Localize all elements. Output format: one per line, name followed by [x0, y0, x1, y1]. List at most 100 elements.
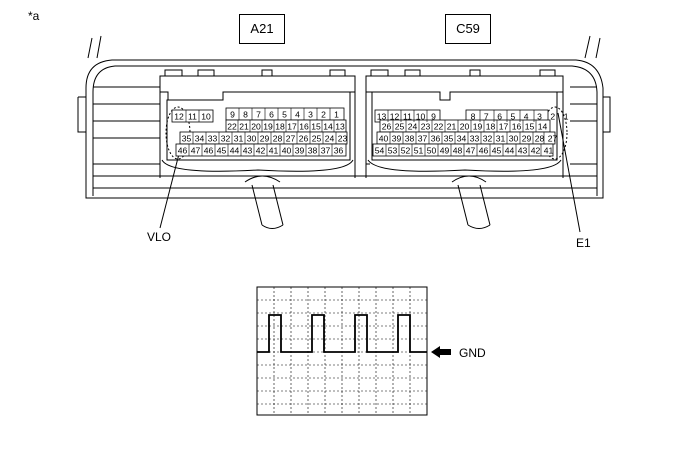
c59-pin-label: 1 — [564, 112, 569, 122]
c59-pin-label: 51 — [414, 146, 424, 156]
a21-pin-label: 23 — [338, 134, 348, 144]
a21-pin-label: 27 — [286, 134, 296, 144]
a21-pin-label: 16 — [299, 122, 309, 132]
c59-pin-label: 6 — [497, 112, 502, 122]
c59-pin-label: 2 — [550, 112, 555, 122]
c59-pin-label: 46 — [479, 146, 489, 156]
a21-pin-label: 12 — [174, 112, 184, 122]
a21-pin-label: 44 — [230, 146, 240, 156]
c59-pin-label: 44 — [505, 146, 515, 156]
c59-pin-label: 17 — [499, 122, 509, 132]
a21-pin-label: 9 — [230, 110, 235, 120]
c59-pin-label: 52 — [401, 146, 411, 156]
c59-pin-label: 10 — [416, 112, 426, 122]
c59-pin-label: 37 — [418, 134, 428, 144]
e1-callout-label: E1 — [576, 236, 591, 250]
a21-pin-label: 47 — [191, 146, 201, 156]
a21-pin-label: 5 — [282, 110, 287, 120]
c59-pin-label: 16 — [512, 122, 522, 132]
a21-pin-label: 42 — [256, 146, 266, 156]
c59-pin-label: 54 — [375, 146, 385, 156]
a21-pin-label: 24 — [325, 134, 335, 144]
c59-pin-label: 3 — [537, 112, 542, 122]
a21-pin-label: 30 — [247, 134, 257, 144]
a21-pin-label: 17 — [287, 122, 297, 132]
a21-pin-label: 28 — [273, 134, 283, 144]
c59-pin-label: 9 — [431, 112, 436, 122]
c59-pin-label: 38 — [405, 134, 415, 144]
c59-pin-label: 36 — [431, 134, 441, 144]
c59-pin-label: 31 — [496, 134, 506, 144]
a21-pin-label: 25 — [312, 134, 322, 144]
a21-pin-label: 15 — [311, 122, 321, 132]
a21-pin-label: 19 — [263, 122, 273, 132]
a21-pin-label: 39 — [295, 146, 305, 156]
a21-pin-label: 11 — [188, 112, 197, 122]
a21-pin-label: 22 — [227, 122, 237, 132]
c59-pin-label: 42 — [531, 146, 541, 156]
c59-pin-label: 25 — [395, 122, 405, 132]
c59-pin-label: 5 — [511, 112, 516, 122]
c59-pin-label: 45 — [492, 146, 502, 156]
c59-pin-label: 39 — [392, 134, 402, 144]
c59-pin-label: 11 — [403, 112, 412, 122]
connector-a21-label: A21 — [239, 14, 285, 44]
c59-pin-label: 29 — [522, 134, 532, 144]
c59-pin-label: 40 — [379, 134, 389, 144]
a21-pin-label: 20 — [251, 122, 261, 132]
c59-pin-label: 35 — [444, 134, 454, 144]
c59-pin-label: 30 — [509, 134, 519, 144]
a21-pin-label: 18 — [275, 122, 285, 132]
a21-pin-label: 1 — [334, 110, 339, 120]
a21-pin-label: 32 — [221, 134, 231, 144]
c59-pin-label: 12 — [390, 112, 400, 122]
a21-pin-label: 29 — [260, 134, 270, 144]
a21-pin-label: 14 — [323, 122, 333, 132]
c59-pin-label: 41 — [544, 146, 554, 156]
a21-pin-label: 38 — [308, 146, 318, 156]
a21-pin-label: 13 — [335, 122, 345, 132]
c59-pin-label: 48 — [453, 146, 463, 156]
c59-pin-label: 15 — [525, 122, 535, 132]
c59-pin-label: 7 — [484, 112, 489, 122]
c59-pin-label: 24 — [408, 122, 418, 132]
a21-pin-label: 7 — [256, 110, 261, 120]
c59-pin-label: 14 — [538, 122, 548, 132]
a21-pin-label: 36 — [334, 146, 344, 156]
a21-pin-label: 4 — [295, 110, 300, 120]
c59-pin-label: 28 — [535, 134, 545, 144]
a21-pin-label: 3 — [308, 110, 313, 120]
a21-pin-label: 35 — [182, 134, 192, 144]
c59-pin-label: 32 — [483, 134, 493, 144]
c59-pin-label: 43 — [518, 146, 528, 156]
vlo-callout-label: VLO — [147, 230, 172, 244]
a21-pin-label: 2 — [321, 110, 326, 120]
c59-pin-label: 47 — [466, 146, 476, 156]
a21-pin-label: 34 — [195, 134, 205, 144]
figure-tag: *a — [28, 9, 40, 23]
c59-pin-label: 50 — [427, 146, 437, 156]
a21-pin-label: 40 — [282, 146, 292, 156]
c59-pin-label: 19 — [473, 122, 483, 132]
a21-pin-label: 33 — [208, 134, 218, 144]
a21-pin-label: 10 — [201, 112, 211, 122]
a21-pin-label: 46 — [204, 146, 214, 156]
a21-pin-label: 26 — [299, 134, 309, 144]
c59-pin-label: 18 — [486, 122, 496, 132]
c59-pin-label: 21 — [447, 122, 457, 132]
a21-pin-label: 43 — [243, 146, 253, 156]
c59-pin-label: 34 — [457, 134, 467, 144]
c59-pin-label: 53 — [388, 146, 398, 156]
connector-c59-label: C59 — [445, 14, 491, 44]
gnd-label: GND — [459, 346, 486, 360]
a21-pin-label: 37 — [321, 146, 331, 156]
a21-pin-label: 45 — [217, 146, 227, 156]
c59-pin-label: 49 — [440, 146, 450, 156]
a21-pin-label: 6 — [269, 110, 274, 120]
c59-pin-label: 20 — [460, 122, 470, 132]
c59-pin-label: 23 — [421, 122, 431, 132]
c59-pin-label: 13 — [377, 112, 387, 122]
c59-pin-label: 4 — [524, 112, 529, 122]
a21-pin-label: 46 — [178, 146, 188, 156]
